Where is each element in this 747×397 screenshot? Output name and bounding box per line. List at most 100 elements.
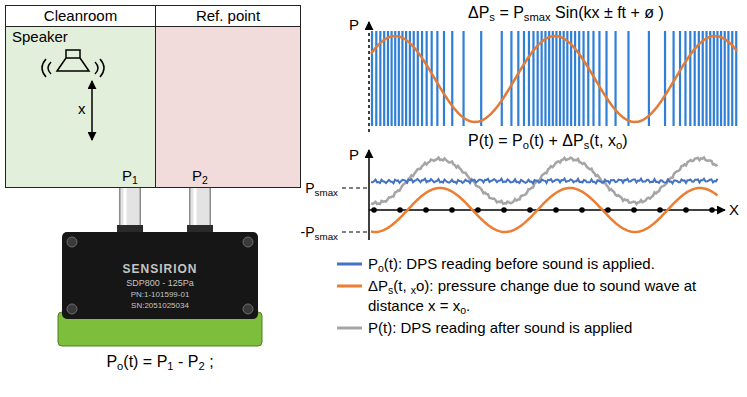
legend: Po(t): DPS reading before sound is appli…	[335, 254, 743, 340]
text-run: Speaker	[12, 28, 68, 45]
compression-line	[716, 31, 718, 126]
compression-line	[523, 31, 525, 126]
text-run: -P	[301, 224, 315, 240]
pressure-tube	[125, 188, 130, 232]
compression-line	[713, 31, 715, 126]
compression-line	[566, 31, 568, 126]
compression-line	[436, 31, 438, 126]
compression-line	[727, 31, 729, 126]
text-run: ;	[205, 353, 214, 370]
compression-line	[391, 31, 393, 126]
compression-line	[709, 31, 711, 126]
subscript: o	[378, 262, 384, 274]
legend-line	[337, 285, 362, 288]
legend-line	[337, 327, 362, 330]
label-slot: -Psmax	[301, 223, 338, 241]
compression-line	[648, 31, 650, 126]
text-run: .	[466, 297, 470, 314]
compression-line	[552, 31, 554, 126]
axis-label: X	[729, 201, 739, 219]
reference-fill	[155, 25, 300, 187]
compression-line	[394, 31, 396, 126]
compression-line	[598, 31, 600, 126]
equation: P(t) = Po(t) + ΔPs(t, xo)	[468, 131, 627, 150]
subscript: 2	[202, 174, 208, 186]
compression-line	[541, 31, 543, 126]
tube-axis	[199, 188, 201, 232]
equation: Po(t) = P1 - P2 ;	[106, 352, 213, 371]
sound-arc	[42, 59, 46, 77]
speaker-label: Speaker	[12, 28, 68, 46]
compression-line	[735, 31, 737, 126]
text-run: P	[368, 255, 378, 272]
sound-arc	[48, 62, 51, 74]
region-heading: Ref. point	[156, 6, 300, 27]
text-run: P	[349, 16, 359, 33]
subscript: o	[460, 304, 466, 316]
compression-line	[510, 31, 512, 126]
speaker-cone	[57, 58, 89, 71]
sensor-body: SENSIRIONSDP800 - 125PaPN:1-101599-01SN:…	[62, 232, 258, 319]
amplitude-label: Psmax	[305, 180, 338, 197]
pressure-wave	[371, 36, 737, 122]
sound-arc	[95, 62, 98, 74]
reading-before	[371, 179, 718, 184]
label-slot: P	[349, 146, 359, 164]
subscript: s	[388, 284, 393, 296]
axis-dot	[579, 207, 585, 213]
compression-line	[724, 31, 726, 126]
sound-arc	[100, 59, 104, 77]
text-run: P(t) = P	[468, 132, 523, 149]
compression-line	[544, 31, 546, 126]
text-run: )	[622, 132, 627, 149]
compression-line	[501, 31, 503, 126]
subscript: smax	[315, 187, 338, 198]
subscript: 1	[167, 360, 173, 372]
compression-line	[401, 31, 403, 126]
amplitude-label: -Psmax	[301, 224, 338, 241]
legend-sample	[335, 254, 365, 274]
sensor-print: SDP800 - 125Pa	[126, 277, 194, 289]
axis-dot	[397, 207, 403, 213]
text-run: P(t): DPS reading after sound is applied	[368, 319, 632, 336]
sensor-print: SENSIRION	[122, 262, 197, 277]
text-run: P	[349, 146, 359, 163]
text-run: P	[106, 353, 117, 370]
speaker-magnet	[66, 50, 80, 58]
pressure-axis	[368, 22, 370, 132]
axis-dot	[527, 207, 533, 213]
port-label: P1	[122, 167, 138, 185]
position-axis	[369, 209, 725, 211]
label-slot: x	[78, 100, 86, 118]
tube-outline	[189, 188, 211, 232]
subscript: 1	[132, 174, 138, 186]
label-slot: P2	[192, 167, 208, 185]
distance-arrow	[91, 81, 93, 140]
text-run: (t): DPS reading before sound is applied…	[384, 255, 655, 272]
compression-line	[383, 31, 385, 126]
label-slot: P	[349, 16, 359, 34]
compression-line	[443, 31, 445, 126]
axis-dot	[657, 207, 663, 213]
subscript: smax	[315, 231, 338, 242]
text-run: (t, x	[589, 132, 616, 149]
subscript: s	[489, 11, 495, 23]
pressure-tube	[195, 188, 200, 232]
label-slot: Psmax	[305, 179, 338, 197]
label-slot: X	[729, 201, 739, 219]
legend-sample	[335, 318, 365, 338]
mounting-hole	[67, 304, 77, 314]
legend-sample	[335, 276, 365, 296]
subscript: 2	[198, 360, 204, 372]
pressure-axis	[368, 150, 370, 240]
text-run: P	[192, 167, 202, 184]
compression-line	[705, 31, 707, 126]
text-run: P	[305, 180, 314, 196]
label-slot: P(t) = Po(t) + ΔPs(t, xo)	[468, 131, 627, 150]
axis-dot	[371, 207, 377, 213]
tube-axis	[129, 188, 131, 232]
distance-label: x	[78, 100, 86, 118]
compression-line	[574, 31, 576, 126]
sound-wave-chart	[371, 31, 737, 126]
compression-line	[405, 31, 407, 126]
